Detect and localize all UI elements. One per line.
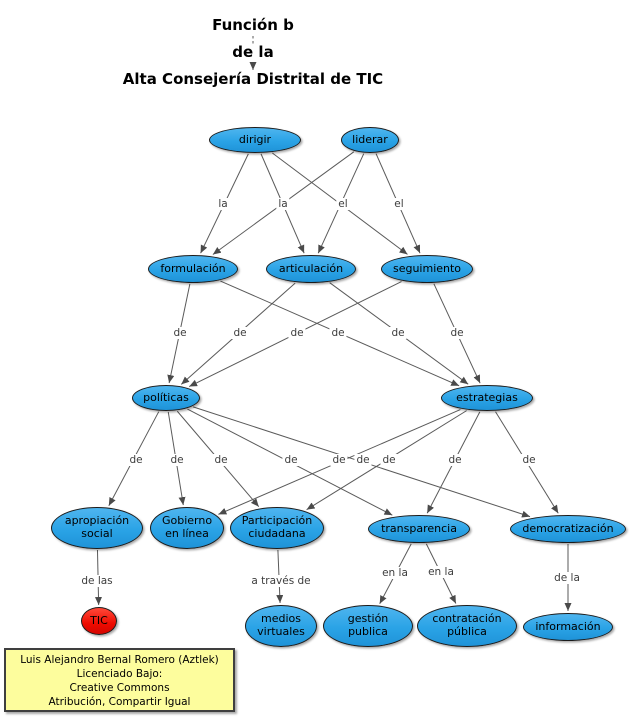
concept-node-medios[interactable]: medios virtuales: [245, 605, 317, 647]
linking-phrase-participacion-medios[interactable]: a través de: [249, 575, 313, 587]
license-box: Luis Alejandro Bernal Romero (Aztlek) Li…: [4, 648, 235, 712]
concept-node-apropiacion[interactable]: apropiación social: [51, 507, 143, 549]
linking-phrase-formulacion-politicas[interactable]: de: [171, 327, 189, 339]
linking-phrase-estrategias-transparencia[interactable]: de: [446, 454, 464, 466]
linking-phrase-estrategias-democratizacion[interactable]: de: [520, 454, 538, 466]
linking-phrase-politicas-apropiacion[interactable]: de: [127, 454, 145, 466]
license-line-3: Creative Commons: [69, 682, 170, 694]
concept-node-gobierno[interactable]: Gobierno en línea: [150, 507, 224, 549]
linking-phrase-formulacion-estrategias[interactable]: de: [329, 327, 347, 339]
concept-node-dirigir[interactable]: dirigir: [209, 127, 301, 153]
title-line-3: Alta Consejería Distrital de TIC: [122, 70, 384, 88]
concept-node-liderar[interactable]: liderar: [341, 127, 399, 153]
license-author: Luis Alejandro Bernal Romero (Aztlek): [20, 654, 219, 666]
linking-phrase-dirigir-formulacion[interactable]: la: [216, 198, 230, 210]
concept-node-estrategias[interactable]: estrategias: [441, 385, 533, 411]
linking-phrase-articulacion-politicas[interactable]: de: [231, 327, 249, 339]
linking-phrase-dirigir-seguimiento[interactable]: el: [336, 198, 350, 210]
linking-phrase-democratizacion-informacion[interactable]: de la: [552, 572, 582, 584]
linking-phrase-dirigir-articulacion[interactable]: la: [276, 198, 290, 210]
linking-phrase-liderar-seguimiento[interactable]: el: [392, 198, 406, 210]
linking-phrase-apropiacion-tic[interactable]: de las: [79, 575, 115, 587]
license-line-4: Atribución, Compartir Igual: [48, 696, 191, 708]
diagram-title: Función b de la Alta Consejería Distrita…: [43, 12, 463, 93]
concept-node-contratacion[interactable]: contratación pública: [417, 605, 517, 647]
linking-phrase-politicas-participacion[interactable]: de: [212, 454, 230, 466]
linking-phrase-politicas-democratizacion[interactable]: de: [354, 454, 372, 466]
linking-phrase-articulacion-estrategias[interactable]: de: [389, 327, 407, 339]
linking-phrase-politicas-transparencia[interactable]: de: [282, 454, 300, 466]
concept-node-participacion[interactable]: Participación ciudadana: [230, 507, 324, 549]
concept-node-articulacion[interactable]: articulación: [266, 255, 356, 283]
concept-node-transparencia[interactable]: transparencia: [368, 515, 470, 543]
concept-node-informacion[interactable]: información: [523, 613, 613, 641]
concept-node-democratizacion[interactable]: democratización: [510, 515, 626, 543]
linking-phrase-seguimiento-politicas[interactable]: de: [288, 327, 306, 339]
title-line-1: Función b: [212, 16, 294, 34]
concept-node-gestion[interactable]: gestión publica: [323, 605, 413, 647]
linking-phrase-transparencia-contratacion[interactable]: en la: [426, 566, 456, 578]
concept-node-seguimiento[interactable]: seguimiento: [381, 255, 473, 283]
linking-phrase-estrategias-participacion[interactable]: de: [380, 454, 398, 466]
linking-phrase-politicas-gobierno[interactable]: de: [168, 454, 186, 466]
license-line-2: Licenciado Bajo:: [76, 668, 163, 680]
concept-node-formulacion[interactable]: formulación: [148, 255, 238, 283]
linking-phrase-estrategias-gobierno[interactable]: de: [330, 454, 348, 466]
concept-node-politicas[interactable]: políticas: [132, 385, 200, 411]
concept-node-tic[interactable]: TIC: [81, 607, 117, 635]
linking-phrase-seguimiento-estrategias[interactable]: de: [448, 327, 466, 339]
title-line-2: de la: [232, 43, 274, 61]
linking-phrase-transparencia-gestion[interactable]: en la: [380, 567, 410, 579]
